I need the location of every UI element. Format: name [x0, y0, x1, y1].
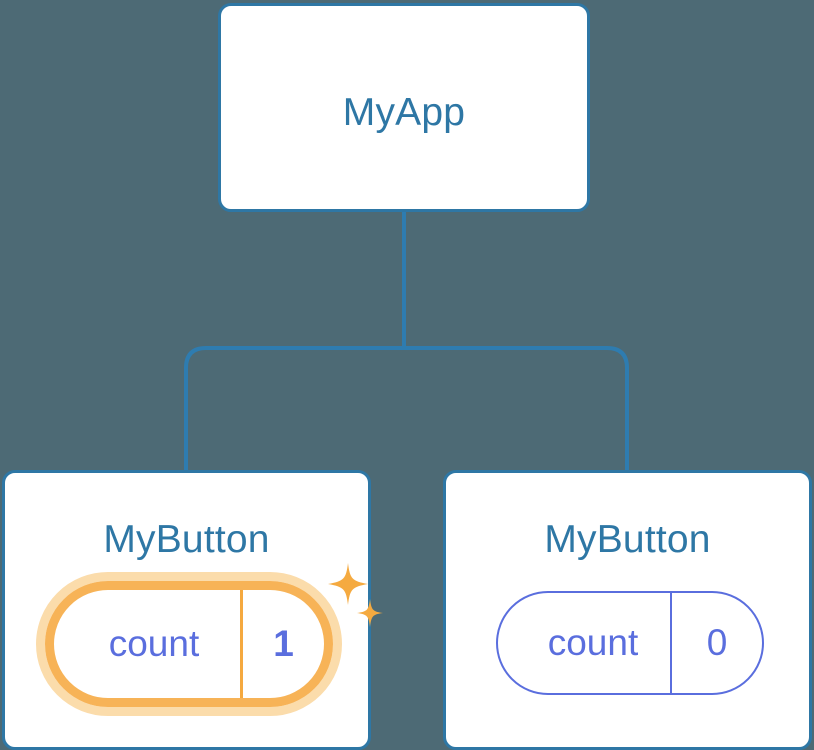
state-value-right: 0 — [670, 593, 762, 693]
state-key-label-left: count — [108, 623, 200, 664]
node-title-root: MyApp — [342, 91, 466, 134]
state-key-label-right: count — [547, 622, 639, 663]
node-title-child-right: MyButton — [544, 518, 711, 561]
state-pill-highlighted[interactable]: count 1 — [45, 581, 333, 707]
component-tree-diagram: MyApp MyButton count 1 MyButton count 0 — [2, 3, 812, 750]
connector-bus-left — [184, 346, 404, 472]
sparkle-large-icon — [328, 563, 368, 605]
state-value-left: 1 — [240, 590, 324, 698]
sparkle-small-icon — [357, 599, 383, 627]
node-card-child-right[interactable]: MyButton count 0 — [443, 470, 812, 750]
state-pill-container-right: count 0 — [496, 591, 764, 695]
connector-bus-right — [404, 346, 629, 472]
state-pill-container-left: count 1 — [36, 563, 383, 716]
node-title-child-left: MyButton — [103, 518, 270, 561]
state-pill-plain[interactable]: count 0 — [496, 591, 764, 695]
node-card-child-left[interactable]: MyButton count 1 — [2, 470, 383, 750]
node-card-root[interactable]: MyApp — [218, 3, 590, 212]
